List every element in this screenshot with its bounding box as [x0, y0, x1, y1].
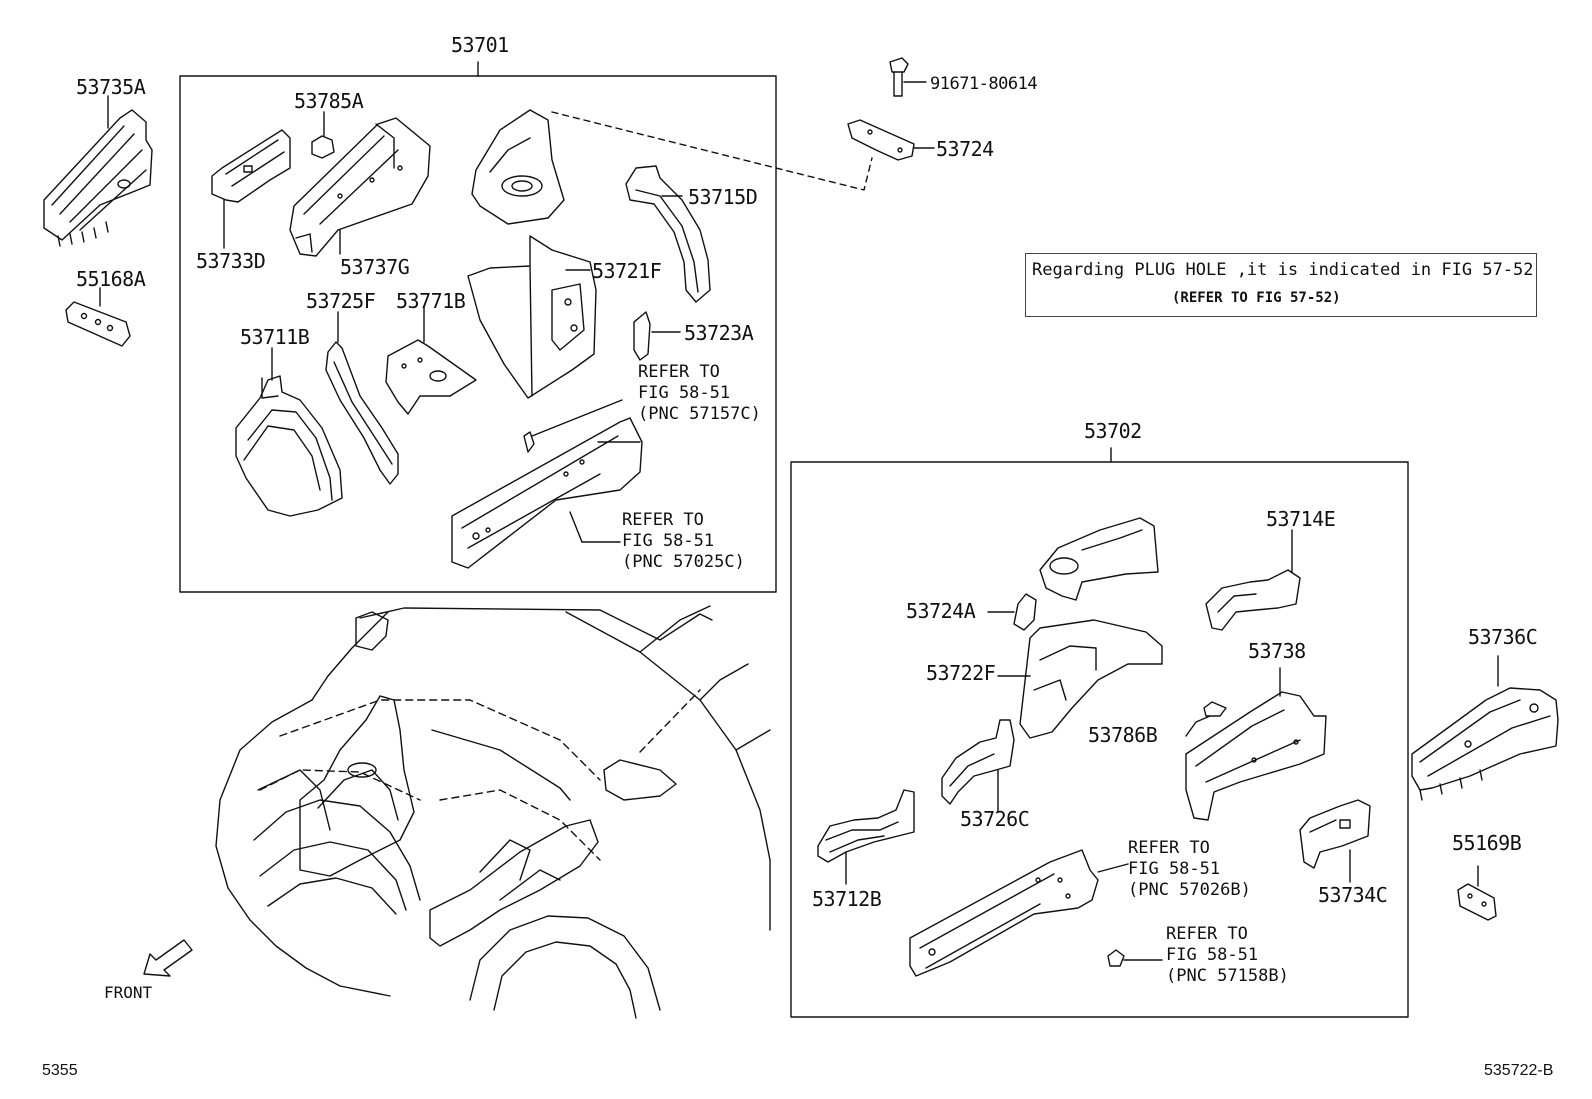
refer-57158B: REFER TO FIG 58-51 (PNC 57158B): [1166, 924, 1289, 987]
refer-line: FIG 58-51: [638, 383, 731, 403]
part-53724-drawing: [847, 119, 935, 161]
part-panel-57025C-drawing: [451, 417, 643, 569]
part-53712B-drawing: [817, 789, 915, 885]
refer-57026B: REFER TO FIG 58-51 (PNC 57026B): [1128, 838, 1251, 901]
part-55168A-drawing: [65, 287, 131, 347]
refer-line: REFER TO: [638, 362, 720, 382]
part-label-53771B: 53771B: [396, 289, 466, 313]
part-tower-rh-drawing: [1039, 517, 1159, 601]
part-53723A-drawing: [633, 311, 681, 361]
note-line-1: Regarding PLUG HOLE ,it is indicated in …: [1032, 260, 1534, 280]
part-53771B-drawing: [385, 305, 477, 415]
part-label-53723A: 53723A: [684, 321, 754, 345]
part-panel-57026B-drawing: [909, 849, 1129, 977]
drawing-code: 535722-B: [1484, 1062, 1554, 1079]
part-53733D-drawing: [211, 129, 291, 249]
part-label-53738: 53738: [1248, 639, 1306, 663]
part-53726C-drawing: [941, 719, 1015, 813]
part-53715D-drawing: [625, 165, 711, 303]
part-label-53736C: 53736C: [1468, 625, 1538, 649]
part-label-53715D: 53715D: [688, 185, 758, 209]
part-label-53737G: 53737G: [340, 255, 410, 279]
group-label-53702: 53702: [1084, 419, 1142, 443]
part-53735A-drawing: [43, 95, 153, 247]
group-53702-frame: [790, 461, 1409, 1018]
part-53721F-drawing: [467, 235, 597, 399]
group-label-53701: 53701: [451, 33, 509, 57]
part-91671-80614-drawing: [889, 57, 927, 97]
part-53734C-drawing: [1299, 799, 1371, 883]
part-label-53734C: 53734C: [1318, 883, 1388, 907]
plug-hole-note: Regarding PLUG HOLE ,it is indicated in …: [1025, 253, 1537, 317]
part-label-53711B: 53711B: [240, 325, 310, 349]
refer-line: (PNC 57026B): [1128, 880, 1251, 900]
part-label-55169B: 55169B: [1452, 831, 1522, 855]
refer-line: REFER TO: [622, 510, 704, 530]
part-label-91671-80614: 91671-80614: [930, 74, 1038, 94]
vehicle-illustration: [215, 605, 771, 1019]
refer-line: FIG 58-51: [1128, 859, 1221, 879]
part-label-53712B: 53712B: [812, 887, 882, 911]
refer-57157C: REFER TO FIG 58-51 (PNC 57157C): [638, 362, 761, 425]
part-53786B-drawing: [1185, 701, 1227, 737]
part-label-53724: 53724: [936, 137, 994, 161]
note-line-2: (REFER TO FIG 57-52): [1172, 290, 1341, 306]
front-label: FRONT: [104, 983, 153, 1002]
part-53736C-drawing: [1411, 655, 1559, 801]
part-label-53722F: 53722F: [926, 661, 996, 685]
part-53724A-drawing: [987, 593, 1037, 631]
part-label-53721F: 53721F: [592, 259, 662, 283]
part-label-53714E: 53714E: [1266, 507, 1336, 531]
part-55169B-drawing: [1457, 865, 1497, 921]
refer-line: REFER TO: [1128, 838, 1210, 858]
part-label-53735A: 53735A: [76, 75, 146, 99]
part-clip-57158B-drawing: [1107, 949, 1163, 967]
part-clip-57157C-drawing: [523, 399, 623, 453]
part-label-53785A: 53785A: [294, 89, 364, 113]
part-label-53733D: 53733D: [196, 249, 266, 273]
part-label-53724A: 53724A: [906, 599, 976, 623]
part-53714E-drawing: [1205, 529, 1301, 631]
refer-line: (PNC 57158B): [1166, 966, 1289, 986]
part-53785A-drawing: [311, 111, 335, 159]
part-label-53725F: 53725F: [306, 289, 376, 313]
refer-57025C: REFER TO FIG 58-51 (PNC 57025C): [622, 510, 745, 573]
part-53722F-drawing: [997, 619, 1163, 739]
refer-line: REFER TO: [1166, 924, 1248, 944]
part-53725F-drawing: [325, 311, 399, 485]
page-code: 5355: [42, 1062, 78, 1079]
part-53711B-drawing: [235, 347, 343, 517]
part-53738-drawing: [1185, 667, 1327, 821]
part-label-53786B: 53786B: [1088, 723, 1158, 747]
refer-line: (PNC 57025C): [622, 552, 745, 572]
refer-line: FIG 58-51: [622, 531, 715, 551]
refer-line: FIG 58-51: [1166, 945, 1259, 965]
dashed-link-53724: [551, 111, 873, 191]
part-label-55168A: 55168A: [76, 267, 146, 291]
refer-line: (PNC 57157C): [638, 404, 761, 424]
part-53737G-drawing: [289, 117, 431, 257]
front-arrow-icon: [143, 939, 193, 977]
part-label-53726C: 53726C: [960, 807, 1030, 831]
part-tower-upper-drawing: [471, 109, 565, 225]
